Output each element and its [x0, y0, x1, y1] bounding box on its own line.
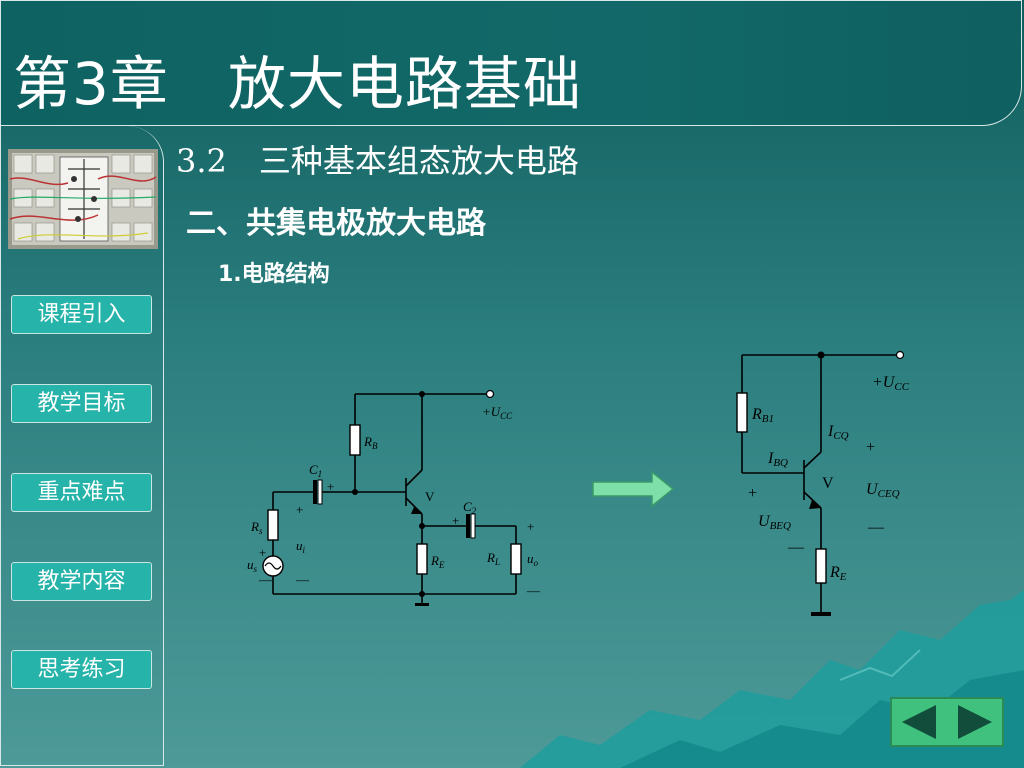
svg-text:+: + — [527, 519, 534, 534]
svg-text:uo: uo — [527, 551, 539, 568]
nav-exercises-button[interactable]: 思考练习 — [11, 650, 152, 689]
svg-text:ICQ: ICQ — [827, 423, 849, 442]
svg-text:V: V — [822, 475, 834, 492]
nav-teaching-content-button[interactable]: 教学内容 — [11, 562, 152, 601]
svg-text:RB1: RB1 — [751, 406, 774, 425]
circuit-board-photo — [8, 149, 158, 249]
circuit-wires — [272, 393, 517, 603]
nav-teaching-goals-button[interactable]: 教学目标 — [11, 384, 152, 423]
svg-text:UCEQ: UCEQ — [866, 481, 900, 500]
slide-navigation — [890, 697, 1004, 747]
section-title: 3.2 三种基本组态放大电路 — [176, 142, 579, 180]
svg-text:+: + — [296, 502, 303, 517]
header-bar: 第3章 放大电路基础 — [0, 0, 1022, 126]
svg-text:RL: RL — [486, 550, 500, 567]
svg-text:+: + — [748, 485, 757, 502]
item-title: 1.电路结构 — [218, 262, 330, 287]
svg-text:IBQ: IBQ — [767, 450, 788, 469]
svg-text:RB: RB — [363, 434, 378, 451]
svg-text:+: + — [866, 439, 875, 456]
svg-text:us: us — [247, 557, 258, 574]
svg-text:—: — — [258, 572, 273, 587]
svg-text:C1: C1 — [309, 462, 322, 479]
svg-text:ui: ui — [296, 538, 306, 555]
svg-text:—: — — [787, 539, 805, 556]
chapter-title: 第3章 放大电路基础 — [13, 50, 582, 118]
previous-slide-arrow-icon[interactable] — [902, 705, 936, 739]
svg-text:C2: C2 — [463, 499, 477, 516]
svg-text:—: — — [526, 583, 541, 598]
svg-text:Rs: Rs — [250, 519, 263, 536]
subsection-title: 二、共集电极放大电路 — [186, 206, 486, 241]
svg-text:RE: RE — [829, 564, 847, 583]
svg-text:+: + — [259, 545, 266, 560]
svg-text:+: + — [327, 479, 334, 494]
svg-text:+UCC: +UCC — [482, 404, 513, 421]
nav-course-intro-button[interactable]: 课程引入 — [11, 295, 152, 334]
svg-text:UBEQ: UBEQ — [758, 513, 791, 532]
svg-text:—: — — [867, 519, 885, 536]
svg-text:+UCC: +UCC — [872, 374, 910, 393]
svg-text:+: + — [452, 513, 459, 528]
sidebar — [0, 126, 164, 766]
svg-text:—: — — [295, 572, 310, 587]
svg-text:RE: RE — [430, 553, 445, 570]
svg-text:V: V — [425, 489, 435, 504]
next-slide-arrow-icon[interactable] — [958, 705, 992, 739]
nav-key-points-button[interactable]: 重点难点 — [11, 473, 152, 512]
